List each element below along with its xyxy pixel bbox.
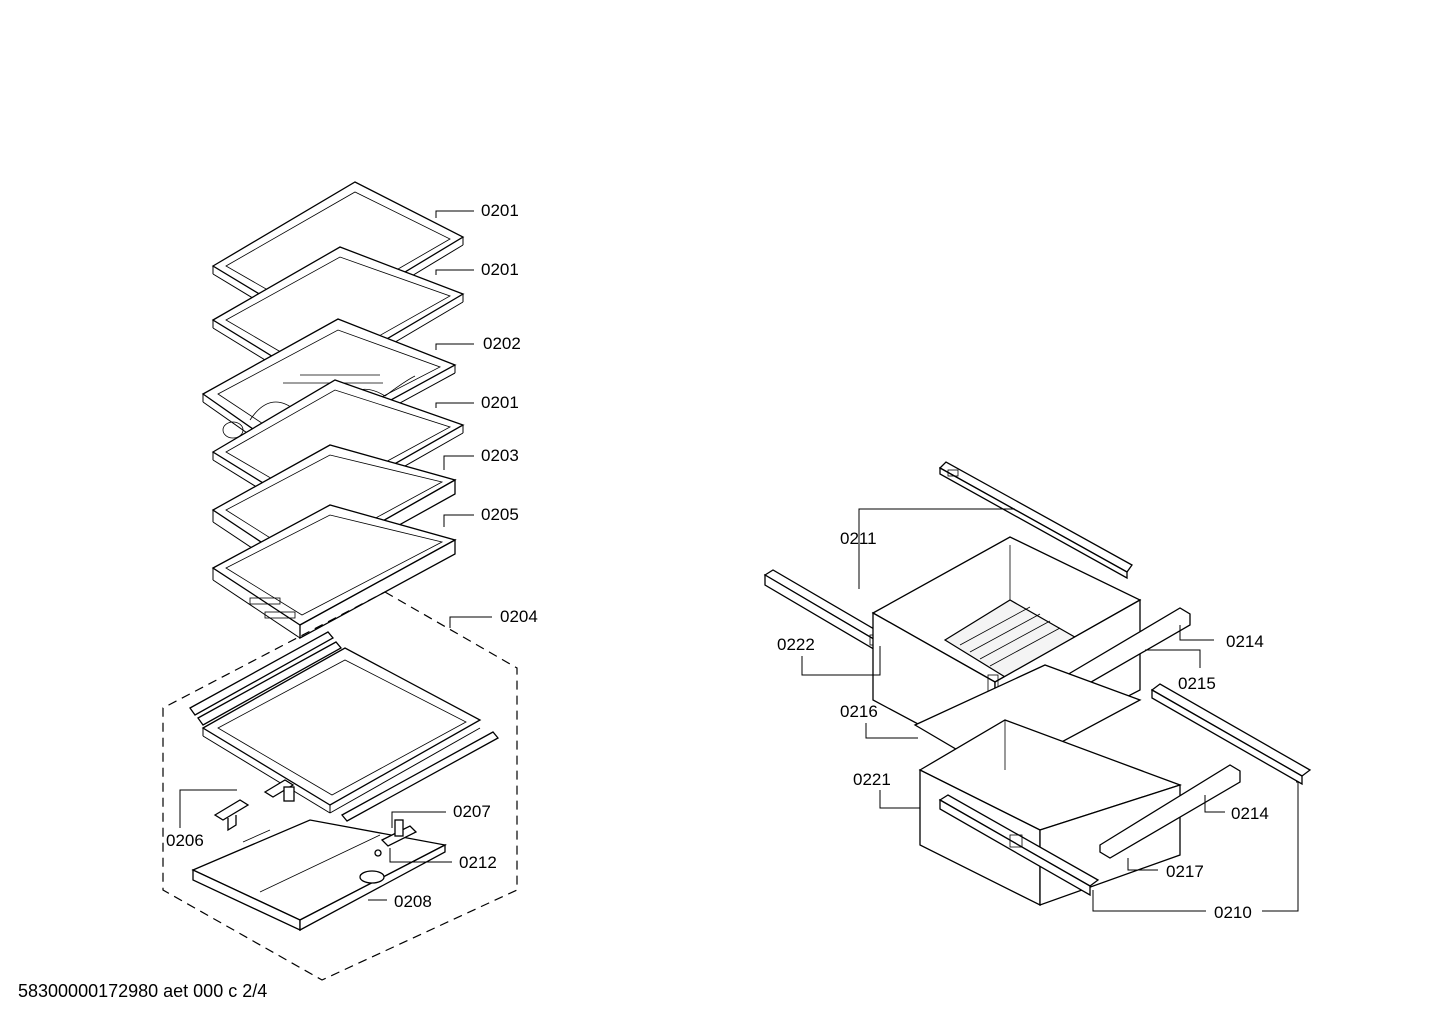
shelf-stack xyxy=(162,181,518,981)
rail-lower-left xyxy=(938,794,1100,897)
callout-0205: 0205 xyxy=(481,505,519,524)
callout-0202: 0202 xyxy=(483,334,521,353)
callout-labels: 0201 0201 0202 0201 0203 0205 0204 0207 … xyxy=(166,201,1269,922)
callout-0201-c: 0201 xyxy=(481,393,519,412)
callout-0217: 0217 xyxy=(1166,862,1204,881)
callout-0207: 0207 xyxy=(453,802,491,821)
crisper-cover-glass xyxy=(201,647,482,814)
half-shelf-b xyxy=(211,504,457,640)
callout-0221: 0221 xyxy=(853,770,891,789)
callout-0211: 0211 xyxy=(840,529,877,548)
trim-strip xyxy=(340,731,500,822)
rail-top-right xyxy=(938,461,1133,580)
callout-0222: 0222 xyxy=(777,635,815,654)
callout-0216: 0216 xyxy=(840,702,878,721)
callout-0201-a: 0201 xyxy=(481,201,519,220)
callout-0214-a: 0214 xyxy=(1226,632,1264,651)
callout-0212: 0212 xyxy=(459,853,497,872)
clips xyxy=(213,779,295,832)
callout-0206: 0206 xyxy=(166,831,204,850)
drawer-assembly xyxy=(763,461,1312,907)
callout-0208: 0208 xyxy=(394,892,432,911)
drawer-rail-lower xyxy=(1099,764,1241,859)
callout-0215: 0215 xyxy=(1178,674,1216,693)
document-footer-id: 58300000172980 aet 000 c 2/4 xyxy=(18,981,268,1001)
callout-0210: 0210 xyxy=(1214,903,1252,922)
callout-leaders xyxy=(179,210,1299,912)
callout-0204: 0204 xyxy=(500,607,538,626)
callout-0214-b: 0214 xyxy=(1231,804,1269,823)
front-cover-tray xyxy=(191,819,447,932)
callout-0201-b: 0201 xyxy=(481,260,519,279)
cover-rails xyxy=(189,631,343,726)
handle xyxy=(374,819,418,857)
rail-right xyxy=(1150,683,1312,786)
vegetable-cover-group-outline xyxy=(162,591,518,981)
callout-0203: 0203 xyxy=(481,446,519,465)
